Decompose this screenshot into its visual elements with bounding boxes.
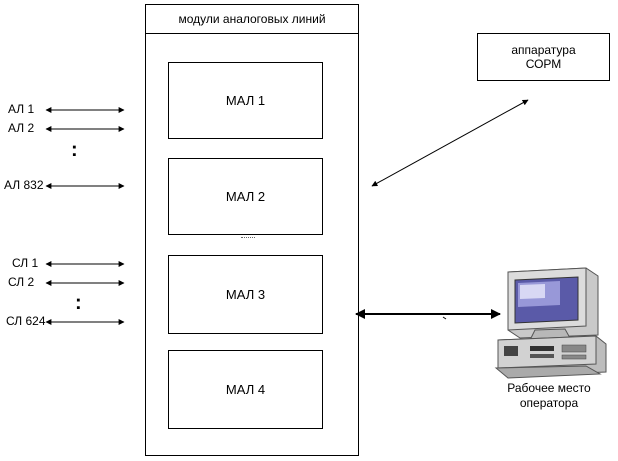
line-label-sl-1: СЛ 1 <box>12 256 39 270</box>
ellipsis-al: : <box>71 139 78 161</box>
module-mal-1: МАЛ 1 <box>168 62 323 139</box>
line-label-al-2: АЛ 2 <box>8 121 35 135</box>
line-label-sl-624: СЛ 624 <box>6 314 46 328</box>
sorm-line-2: СОРМ <box>525 57 562 71</box>
line-label-sl-2: СЛ 2 <box>8 275 35 289</box>
sorm-equipment-box: аппаратура СОРМ <box>477 33 610 81</box>
workstation-label-line-1: Рабочее место <box>507 381 591 395</box>
workstation-label: Рабочее место оператора <box>484 381 614 411</box>
ellipsis-sl: : <box>75 292 82 314</box>
module-mal-4: МАЛ 4 <box>168 350 323 429</box>
arrow-sorm <box>371 99 529 187</box>
module-mal-2: МАЛ 2 <box>168 158 323 235</box>
sorm-line-1: аппаратура <box>511 43 576 57</box>
workstation-label-line-2: оператора <box>519 396 579 410</box>
decorative-mark <box>241 234 255 238</box>
tick-mark <box>442 316 447 320</box>
analog-line-modules-header: модули аналоговых линий <box>145 4 359 34</box>
analog-line-modules-container <box>145 4 359 456</box>
module-mal-3: МАЛ 3 <box>168 255 323 334</box>
line-label-al-832: АЛ 832 <box>4 178 44 192</box>
line-label-al-1: АЛ 1 <box>8 102 35 116</box>
